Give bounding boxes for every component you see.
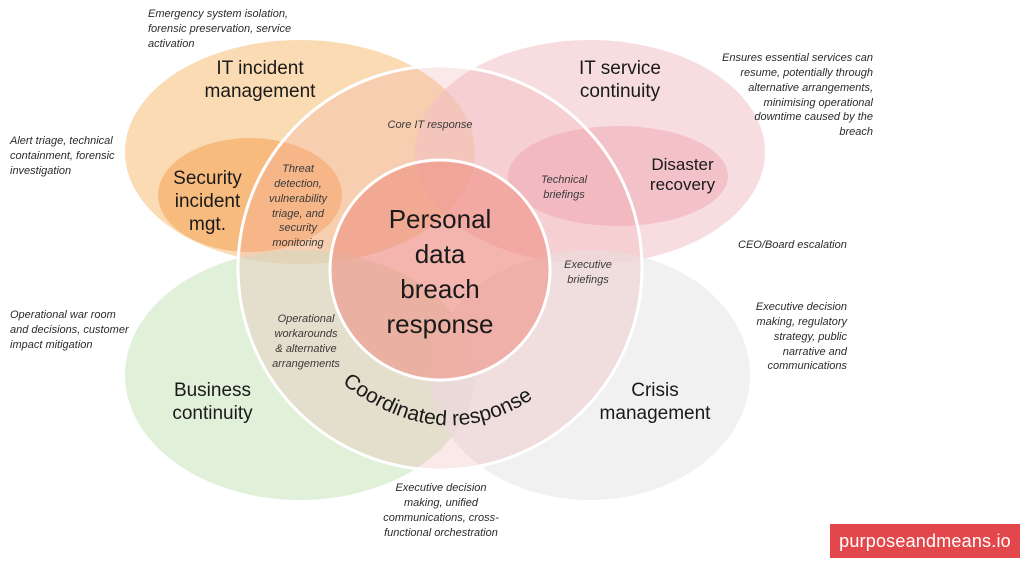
emergency-note: Emergency system isolation, forensic pre… [148, 8, 292, 50]
alert-triage-note: Alert triage, technical containment, for… [10, 135, 115, 177]
technical-briefings-note: Technical briefings [540, 174, 588, 201]
executive-briefings-note: Executive briefings [564, 259, 612, 286]
core-it-note: Core IT response [387, 119, 473, 131]
ceo-board-note: CEO/Board escalation [738, 239, 847, 251]
core-circle [328, 158, 552, 382]
executive-decision-note: Executive decision making, regulatory st… [755, 301, 847, 373]
disaster-recovery-label: Disaster recovery [649, 155, 716, 195]
disaster-recovery-ellipse [508, 126, 728, 226]
it-incident-label: IT incident management [204, 58, 316, 102]
brand-badge: purposeandmeans.io [830, 524, 1020, 558]
ensures-note: Ensures essential services can resume, p… [721, 52, 873, 139]
crisis-management-label: Crisis management [599, 380, 711, 424]
executive-unified-note: Executive decision making, unified commu… [383, 482, 499, 539]
center-label: Personal data breach response [386, 204, 494, 340]
it-service-label: IT service continuity [578, 58, 661, 102]
operational-note: Operational workarounds & alternative ar… [272, 313, 340, 370]
security-incident-ellipse [158, 138, 342, 252]
brand-label: purposeandmeans.io [839, 530, 1011, 551]
security-incident-label: Security incident mgt. [173, 168, 242, 235]
business-continuity-label: Business continuity [172, 380, 253, 424]
threat-note: Threat detection, vulnerability triage, … [268, 163, 328, 250]
war-room-note: Operational war room and decisions, cust… [10, 309, 129, 351]
